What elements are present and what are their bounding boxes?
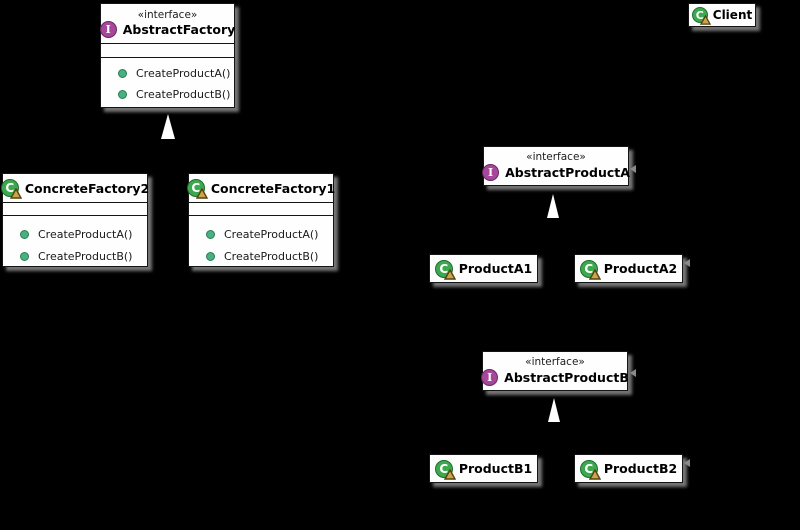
method-visibility-icon (118, 90, 127, 99)
class-icon: C (186, 179, 208, 199)
interface-icon: I (482, 163, 500, 181)
class-box-productb1: C ProductB1 (429, 454, 538, 483)
method-item: CreateProductB() (3, 245, 147, 267)
triangle-badge-icon (699, 15, 711, 25)
class-icon: C (0, 179, 22, 199)
dependency-arrowhead-icon (630, 369, 636, 377)
class-box-abstractproductb: «interface» I AbstractProductB (481, 351, 629, 391)
methods-compartment: CreateProductA() CreateProductB() (189, 216, 333, 267)
generalization-arrowhead-abstractproducta (547, 194, 559, 218)
method-label: CreateProductA() (136, 67, 231, 80)
class-box-abstractfactory: «interface» I AbstractFactory CreateProd… (99, 3, 236, 108)
dependency-arrowhead-icon (630, 165, 636, 173)
triangle-badge-icon (9, 188, 22, 199)
generalization-arrowhead-abstractproductb (548, 398, 560, 422)
stereotype-label: «interface» (525, 356, 585, 369)
stereotype-label: «interface» (137, 8, 198, 21)
methods-compartment: CreateProductA() CreateProductB() (101, 58, 234, 105)
method-item: CreateProductA() (189, 223, 333, 245)
class-name: ProductB2 (603, 461, 678, 476)
class-box-concretefactory1: C ConcreteFactory1 CreateProductA() Crea… (186, 173, 336, 267)
class-icon: C (579, 459, 601, 480)
method-visibility-icon (206, 229, 215, 239)
class-name: ProductB1 (458, 461, 533, 476)
method-item: CreateProductB() (101, 84, 234, 105)
method-visibility-icon (20, 251, 29, 261)
method-label: CreateProductB() (224, 249, 319, 263)
triangle-badge-icon (588, 468, 601, 480)
generalization-arrowhead-abstractfactory (161, 114, 175, 139)
class-name: AbstractProductA (505, 164, 630, 180)
class-icon: C (434, 259, 456, 280)
interface-icon: I (481, 368, 499, 386)
method-item: CreateProductA() (101, 63, 234, 84)
fields-compartment (189, 202, 333, 216)
triangle-badge-icon (195, 188, 208, 199)
class-name: ProductA1 (458, 261, 533, 276)
class-box-producta1: C ProductA1 (429, 254, 538, 283)
triangle-badge-icon (443, 268, 456, 280)
method-label: CreateProductA() (224, 227, 319, 241)
method-label: CreateProductB() (38, 249, 133, 263)
method-visibility-icon (118, 69, 127, 78)
class-icon: C (691, 7, 711, 25)
triangle-badge-icon (588, 268, 601, 280)
class-name: ConcreteFactory2 (24, 180, 150, 196)
dependency-arrowhead-icon (684, 259, 690, 267)
dependency-arrowhead-icon (684, 459, 690, 467)
class-box-client: C Client (688, 3, 756, 27)
class-icon: C (579, 259, 601, 280)
interface-icon: I (99, 21, 117, 39)
fields-compartment (101, 43, 234, 58)
method-item: CreateProductA() (3, 223, 147, 245)
class-name: ConcreteFactory1 (210, 180, 336, 196)
methods-compartment: CreateProductA() CreateProductB() (3, 216, 147, 267)
class-box-productb2: C ProductB2 (574, 454, 683, 483)
class-icon: C (434, 459, 456, 480)
class-name: Client (712, 8, 753, 22)
class-header: C ConcreteFactory1 (186, 174, 336, 202)
class-name: ProductA2 (603, 261, 678, 276)
class-box-concretefactory2: C ConcreteFactory2 CreateProductA() Crea… (0, 173, 150, 267)
fields-compartment (3, 202, 147, 216)
class-name: AbstractProductB (504, 369, 629, 385)
method-visibility-icon (206, 251, 215, 261)
method-label: CreateProductB() (136, 88, 231, 101)
class-header: C ConcreteFactory2 (0, 174, 150, 202)
triangle-badge-icon (443, 468, 456, 480)
method-visibility-icon (20, 229, 29, 239)
method-label: CreateProductA() (38, 227, 133, 241)
class-name: AbstractFactory (122, 22, 236, 38)
method-item: CreateProductB() (189, 245, 333, 267)
stereotype-label: «interface» (526, 151, 586, 164)
class-box-producta2: C ProductA2 (574, 254, 683, 283)
class-header: «interface» I AbstractFactory (99, 4, 236, 43)
class-box-abstractproducta: «interface» I AbstractProductA (482, 146, 630, 186)
